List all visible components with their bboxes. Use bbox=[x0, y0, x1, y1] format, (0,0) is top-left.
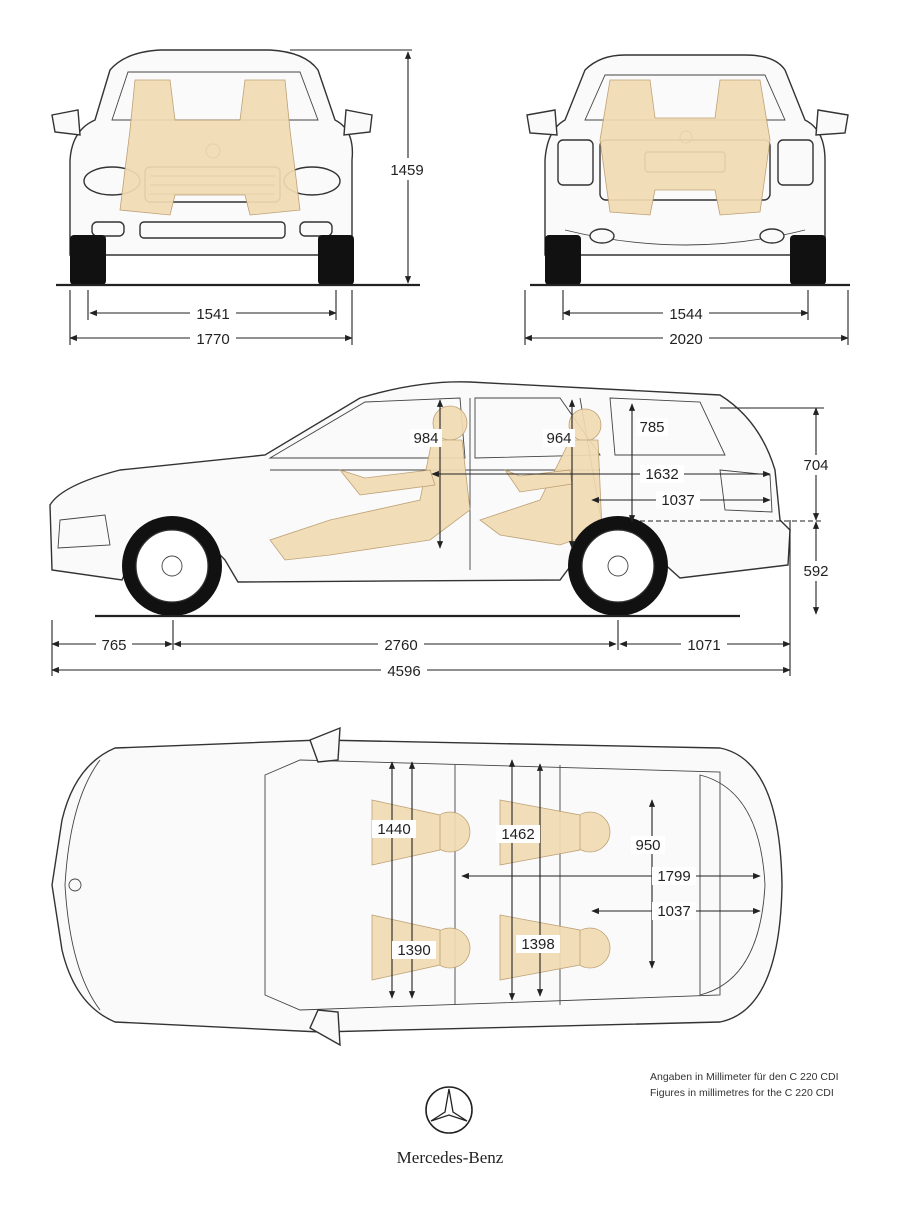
dim-shoulder-front: 1440 bbox=[377, 821, 410, 838]
dim-front-overhang: 765 bbox=[101, 637, 126, 654]
units-note-en: Figures in millimetres for the C 220 CDI bbox=[650, 1087, 834, 1099]
dim-cargo-width: 950 bbox=[635, 837, 660, 854]
rear-wheel bbox=[568, 516, 668, 616]
dim-load-length: 1037 bbox=[661, 492, 694, 509]
dim-rear-height-upper: 704 bbox=[803, 457, 828, 474]
rear-view bbox=[526, 54, 850, 287]
dim-wheelbase: 2760 bbox=[384, 637, 417, 654]
dim-length: 4596 bbox=[387, 663, 420, 680]
dim-top-load-length-folded: 1799 bbox=[657, 868, 690, 885]
dim-front-width: 1770 bbox=[196, 331, 229, 348]
dim-front-track: 1541 bbox=[196, 306, 229, 323]
dim-elbow-front: 1390 bbox=[397, 942, 430, 959]
dim-rear-height-lower: 592 bbox=[803, 563, 828, 580]
side-view bbox=[49, 381, 791, 618]
units-note-de: Angaben in Millimeter für den C 220 CDI bbox=[650, 1071, 839, 1083]
front-view bbox=[51, 49, 420, 287]
brand-wordmark: Mercedes-Benz bbox=[396, 1148, 504, 1167]
dim-rear-width: 2020 bbox=[669, 331, 702, 348]
dim-top-load-length: 1037 bbox=[657, 903, 690, 920]
dim-cargo-height: 785 bbox=[639, 419, 664, 436]
dim-shoulder-rear: 1462 bbox=[501, 826, 534, 843]
dim-rear-overhang: 1071 bbox=[687, 637, 720, 654]
dim-headroom-front: 984 bbox=[413, 430, 438, 447]
front-wheel bbox=[122, 516, 222, 616]
dim-rear-track: 1544 bbox=[669, 306, 702, 323]
dim-elbow-rear: 1398 bbox=[521, 936, 554, 953]
dim-height: 1459 bbox=[390, 162, 423, 179]
dim-load-length-folded: 1632 bbox=[645, 466, 678, 483]
top-view bbox=[51, 726, 783, 1047]
dimension-labels: 1459 1541 1770 1544 2020 984 964 785 163… bbox=[96, 158, 836, 959]
dim-headroom-rear: 964 bbox=[546, 430, 571, 447]
mercedes-star-logo bbox=[425, 1086, 473, 1134]
